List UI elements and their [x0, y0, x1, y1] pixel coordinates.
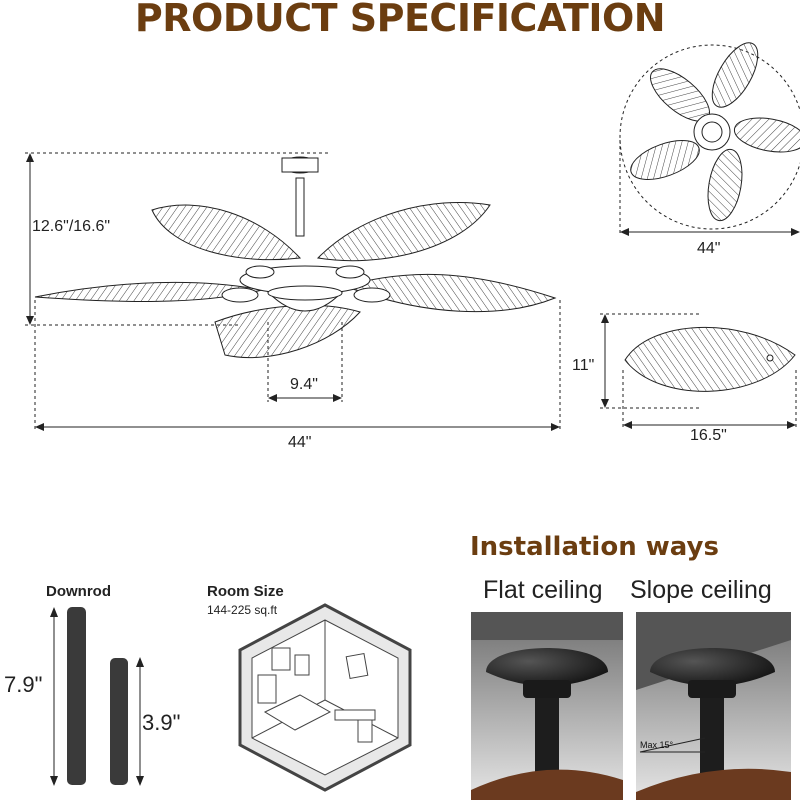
flat-ceiling-label: Flat ceiling: [483, 576, 603, 604]
max-angle-label: Max 15°: [640, 740, 674, 750]
slope-ceiling-label: Slope ceiling: [630, 576, 772, 604]
blade-length-label: 16.5": [690, 427, 727, 444]
downrod-long-label: 7.9": [4, 672, 43, 697]
downrod-title: Downrod: [46, 583, 111, 600]
installation-heading: Installation ways: [470, 532, 719, 562]
housing-width-label: 9.4": [290, 376, 318, 393]
room-size-title: Room Size: [207, 583, 284, 600]
blade-height-label: 11": [572, 357, 595, 374]
overall-width-label: 44": [288, 434, 312, 451]
downrod-short-label: 3.9": [142, 710, 181, 735]
room-size-area: 144-225 sq.ft: [207, 603, 278, 617]
page-title: PRODUCT SPECIFICATION: [134, 0, 666, 40]
fan-height-label: 12.6"/16.6": [32, 218, 111, 235]
top-view-diameter-label: 44": [697, 240, 721, 257]
